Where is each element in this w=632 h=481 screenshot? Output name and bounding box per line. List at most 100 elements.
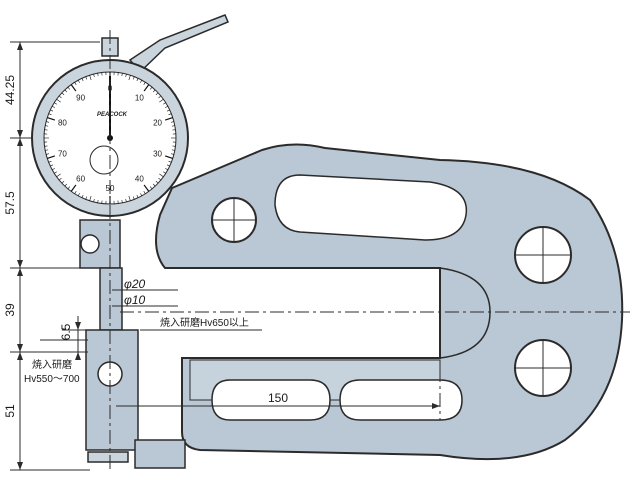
dial-tick xyxy=(85,196,88,200)
dial-tick xyxy=(54,171,57,174)
dial-tick xyxy=(61,92,65,96)
dial-tick xyxy=(67,186,71,190)
dial-tick xyxy=(64,183,68,187)
dial-tick xyxy=(143,82,146,85)
dial-tick xyxy=(170,153,175,155)
dim-throat-depth: 150 xyxy=(268,391,288,405)
note-lower-hardening-2: Hv550〜700 xyxy=(24,374,80,385)
dial-tick xyxy=(67,86,71,90)
dial-tick xyxy=(152,89,156,93)
dim-throat-height: 39 xyxy=(3,303,17,317)
dim-upper-jaw-height: 57.5 xyxy=(3,191,17,215)
lower-lightening-slot-right xyxy=(339,379,463,421)
dial-label: 70 xyxy=(58,149,67,158)
phi-leaders xyxy=(112,289,178,307)
dim-150-arrow xyxy=(432,403,440,409)
dial-tick xyxy=(164,155,173,159)
dial-tick xyxy=(128,195,131,201)
dial-tick xyxy=(50,164,54,167)
dial-tick xyxy=(61,180,65,184)
lower-anvil-block xyxy=(85,329,139,451)
dial-tick xyxy=(158,95,162,99)
dial-tick xyxy=(45,125,49,127)
dial-tick xyxy=(81,78,84,82)
dial-tick xyxy=(54,102,57,105)
lift-lever xyxy=(128,14,229,74)
dial-label: 30 xyxy=(153,149,162,158)
dial-tick xyxy=(97,73,99,77)
dial-tick xyxy=(132,76,135,80)
vertical-dimension-lines xyxy=(10,41,100,471)
dial-tick xyxy=(149,186,153,190)
dim-dial-height: 44.25 xyxy=(3,75,17,105)
dial-tick xyxy=(158,177,162,181)
dial-tick xyxy=(143,84,150,92)
dial-tick xyxy=(58,177,62,181)
dial-tick xyxy=(159,98,164,103)
dial-tick xyxy=(58,95,62,99)
dial-tick xyxy=(125,198,127,203)
dial-tick xyxy=(81,194,84,198)
dial-brand: PEACOCK xyxy=(97,112,128,118)
dial-tick xyxy=(70,184,77,192)
dimension-arrows xyxy=(17,42,81,470)
spindle-rod xyxy=(99,267,123,331)
dim-lower-jaw-height: 51 xyxy=(3,404,17,418)
dial-tick xyxy=(45,121,50,123)
dial-tick xyxy=(143,191,146,194)
dial-tick xyxy=(85,76,88,80)
dial-tick xyxy=(89,195,92,201)
dial-tick xyxy=(93,198,95,203)
dial-tick xyxy=(143,184,150,192)
dial-tick xyxy=(164,117,173,121)
dial-label: 90 xyxy=(76,94,85,103)
dial-tick xyxy=(166,109,170,112)
dial-tick xyxy=(165,168,168,171)
dial-tick xyxy=(70,84,77,92)
dial-label: 60 xyxy=(76,174,85,183)
dial-tick xyxy=(166,164,170,167)
dial-tick xyxy=(52,168,55,171)
centre-lines xyxy=(109,30,630,470)
dial-tick xyxy=(140,80,143,83)
revolution-subdial xyxy=(89,145,119,175)
dial-tick xyxy=(50,109,54,112)
dial-tick xyxy=(171,125,175,127)
dial-tick xyxy=(93,73,95,78)
dial-label: 10 xyxy=(135,94,144,103)
dim-phi-10: φ10 xyxy=(124,293,146,307)
dial-tick xyxy=(159,173,164,178)
dial-tick xyxy=(163,102,166,105)
note-lower-hardening-1: 焼入研磨 xyxy=(32,359,72,371)
dial-tick xyxy=(155,92,159,96)
dial-tick xyxy=(48,113,52,116)
dial-tick xyxy=(168,160,172,163)
dial-tick xyxy=(56,98,61,103)
dial-tick xyxy=(121,199,123,203)
dial-tick xyxy=(121,73,123,77)
dial-label: 40 xyxy=(135,174,144,183)
dial-label: 20 xyxy=(153,119,162,128)
dial-tick xyxy=(171,149,175,151)
dial-tick xyxy=(52,105,55,108)
dial-tick xyxy=(47,155,56,159)
dial-tick xyxy=(128,75,131,81)
dial-tick xyxy=(48,160,52,163)
dial-tick xyxy=(149,86,153,90)
clamp-screw xyxy=(80,234,100,254)
dial-tick xyxy=(165,105,168,108)
dial-tick xyxy=(97,199,99,203)
dial-tick xyxy=(74,82,77,85)
dial-tick xyxy=(168,113,172,116)
upper-lightening-slot xyxy=(274,174,468,241)
dial-tick xyxy=(136,78,139,82)
spindle-column xyxy=(79,219,186,469)
dial-tick xyxy=(132,196,135,200)
dial-tick xyxy=(170,121,175,123)
dial-tick xyxy=(89,75,92,81)
dial-tick xyxy=(163,171,166,174)
lift-knob xyxy=(87,451,129,463)
dial-label: 80 xyxy=(58,119,67,128)
dial-tick xyxy=(56,173,61,178)
frame-holes xyxy=(211,197,572,397)
